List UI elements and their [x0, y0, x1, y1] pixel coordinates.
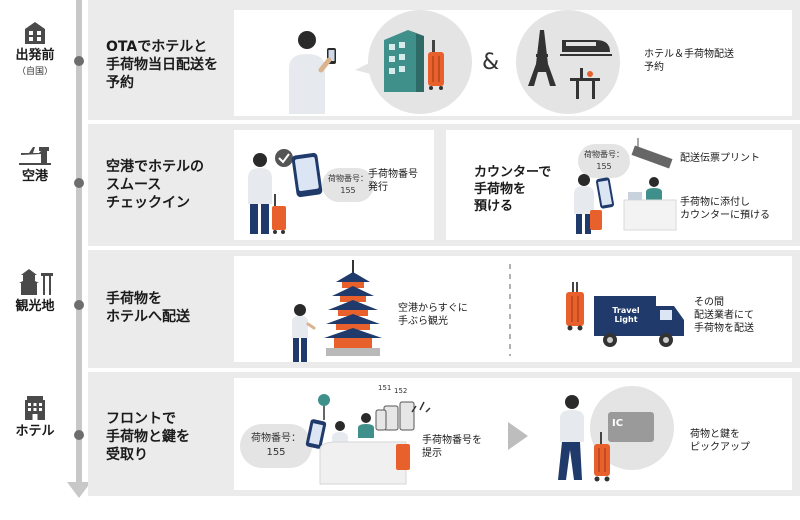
- luggage-tag-152: 152: [394, 387, 408, 395]
- stage-label-airport: 空港: [0, 145, 70, 185]
- row4-caption2: 荷物と鍵を ピックアップ: [690, 429, 750, 453]
- tourist-walking-icon: [292, 304, 316, 362]
- row4-caption1: 手荷物番号を 提示: [422, 435, 482, 459]
- arrow-right-icon: [508, 422, 528, 450]
- suitcase-icon: [566, 282, 584, 331]
- kiosk-tablet-icon: [291, 152, 323, 198]
- row2-caption2: 配送伝票プリント: [680, 153, 760, 164]
- row4-title: フロントで 手荷物と鍵を 受取り: [106, 411, 190, 463]
- row3-caption1: 空港からすぐに 手ぶら観光: [398, 303, 468, 327]
- row3-card: [234, 256, 792, 362]
- truck-label: Travel Light: [612, 306, 640, 324]
- timeline-arrow: [67, 482, 91, 498]
- travel-circle: [516, 10, 620, 114]
- castle-icon: [19, 269, 53, 295]
- stage-name: 観光地: [15, 299, 55, 314]
- stage-label-hotel: ホテル: [0, 396, 70, 440]
- luggage-tag-151: 151: [378, 384, 392, 392]
- checkin-counter-icon: [574, 138, 677, 234]
- stage-label-sightseeing: 観光地: [0, 265, 70, 315]
- row2-caption3: 手荷物に添付し カウンターに預ける: [680, 197, 770, 221]
- stage-label-departure: 出発前 （自国）: [0, 22, 70, 77]
- tower-train-dining-icon: [528, 30, 612, 99]
- row1-title: OTAでホテルと 手荷物当日配送を 予約: [106, 39, 218, 91]
- delivery-truck-icon: [594, 296, 684, 347]
- row2-caption1: 手荷物番号 発行: [368, 169, 418, 193]
- baggage-number-badge: 荷物番号： 155: [322, 168, 374, 202]
- baggage-number-badge-2: 荷物番号： 155: [578, 144, 630, 178]
- ic-card-key-icon: [608, 412, 654, 442]
- traveler-with-suitcase-icon: [248, 149, 293, 234]
- ic-card-label: IC: [612, 418, 624, 429]
- row2-title2: カウンターで 手荷物を 預ける: [474, 165, 552, 214]
- row1-caption: ホテル＆手荷物配送 予約: [644, 49, 734, 73]
- timeline-dot-4: [74, 430, 84, 440]
- speech-tail: [355, 62, 371, 74]
- timeline-dot-1: [74, 56, 84, 66]
- ampersand: &: [482, 50, 500, 75]
- hotel-front-desk-icon: [305, 394, 415, 485]
- house-icon: [25, 22, 45, 44]
- hotel-building-icon: [25, 396, 45, 420]
- pagoda-icon: [324, 260, 382, 356]
- row2-title: 空港でホテルの スムース チェックイン: [106, 159, 204, 211]
- bell-ring-icon: [411, 401, 431, 413]
- airport-icon: [19, 147, 51, 165]
- guest-with-suitcase-icon: [558, 395, 610, 482]
- stage-sub: （自国）: [16, 67, 53, 77]
- stage-name: 空港: [21, 169, 48, 184]
- row3-caption2: その間 配送業者にて 手荷物を配送: [694, 297, 754, 334]
- row3-title: 手荷物を ホテルへ配送: [106, 291, 190, 325]
- dashed-divider: [509, 264, 511, 356]
- baggage-number-badge-3: 荷物番号： 155: [240, 424, 312, 468]
- stage-name: 出発前: [15, 48, 55, 63]
- person-with-phone-icon: [289, 31, 336, 114]
- timeline-line: [76, 0, 82, 484]
- timeline-dot-3: [74, 300, 84, 310]
- timeline-dot-2: [74, 178, 84, 188]
- stage-name: ホテル: [15, 424, 55, 439]
- hotel-and-suitcase-icon: [384, 30, 444, 92]
